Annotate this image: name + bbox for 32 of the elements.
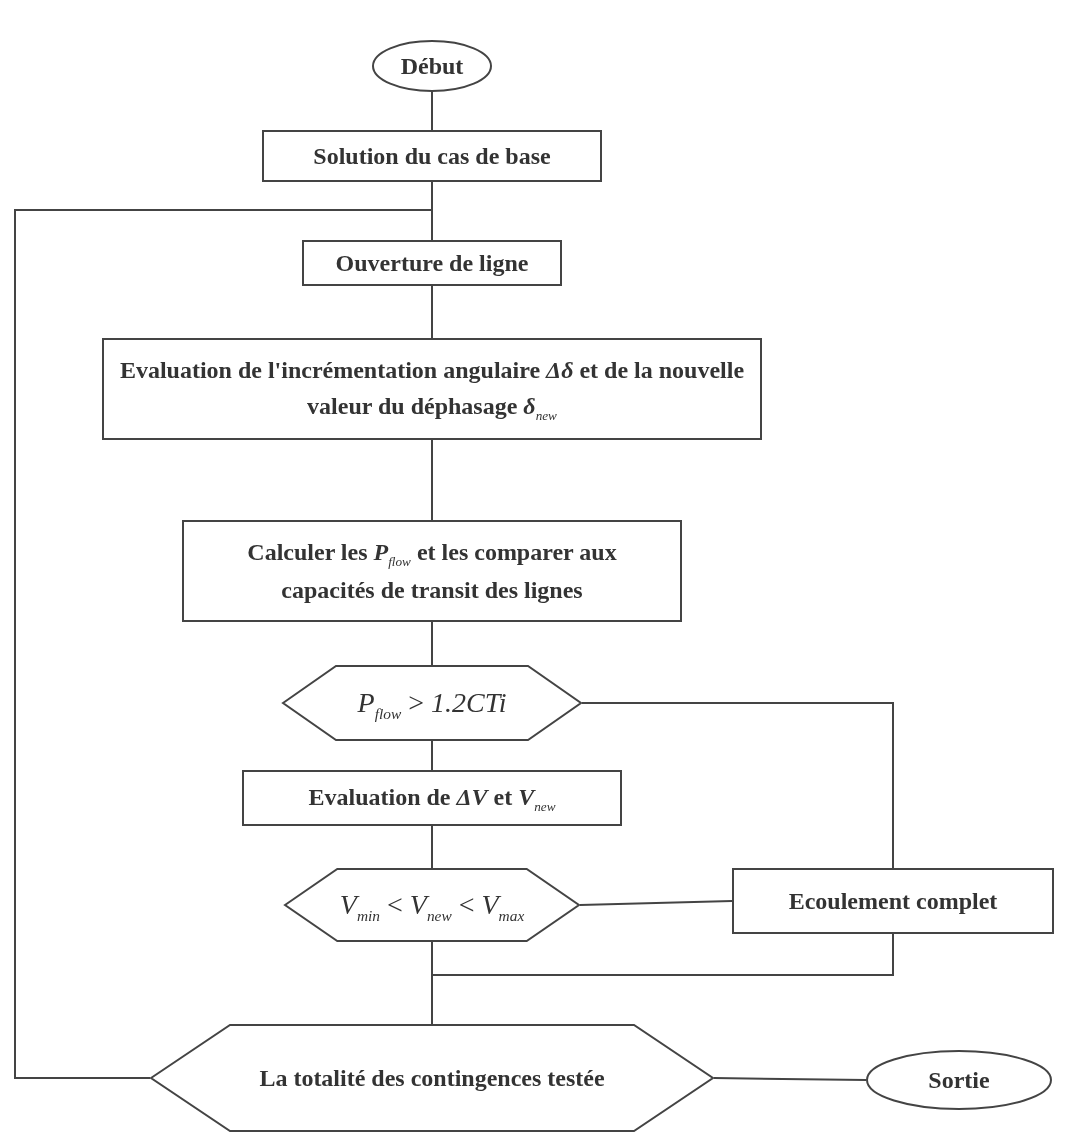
connector-line — [431, 285, 433, 339]
process-box — [262, 130, 602, 182]
connector-line — [431, 439, 433, 521]
process-box — [732, 868, 1054, 934]
node-text: La totalité des contingences testée — [259, 1064, 605, 1093]
node-text: P$_{flow}$ > 1.2CTi — [357, 685, 507, 724]
connector-line — [713, 1077, 867, 1081]
node-text: Ouverture de ligne — [335, 249, 529, 278]
connector-line — [431, 91, 433, 131]
decision-hexagon — [284, 868, 580, 942]
connector-line — [431, 621, 433, 666]
node-text: Solution du cas de base — [313, 142, 551, 171]
connector-line — [14, 209, 433, 1079]
node-text: Evaluation de ΔV et V$_{new}$ — [308, 783, 556, 816]
node-text: V$_{min}$ < V$_{new}$ < V$_{max}$ — [339, 887, 525, 926]
terminal-oval — [866, 1050, 1052, 1110]
process-box — [242, 770, 622, 826]
process-box — [302, 240, 562, 286]
connector-line — [581, 702, 894, 869]
decision-hexagon — [282, 665, 582, 741]
connector-line — [431, 740, 433, 771]
process-box — [102, 338, 762, 440]
decision-hexagon — [150, 1024, 714, 1132]
process-box — [182, 520, 682, 622]
terminal-oval — [372, 40, 492, 92]
node-text: Début — [400, 52, 464, 81]
node-text: Sortie — [928, 1066, 990, 1095]
connector-line — [579, 900, 733, 906]
connector-line — [431, 825, 433, 869]
node-text: Evaluation de l'incrémentation angulaire Δδ et de la nouvelle valeur du déphasage δ$_{new}$ — [118, 356, 746, 425]
node-text: Ecoulement complet — [788, 887, 998, 916]
node-text: Calculer les P$_{flow}$ et les comparer aux capacités de transit des lignes — [246, 538, 618, 605]
